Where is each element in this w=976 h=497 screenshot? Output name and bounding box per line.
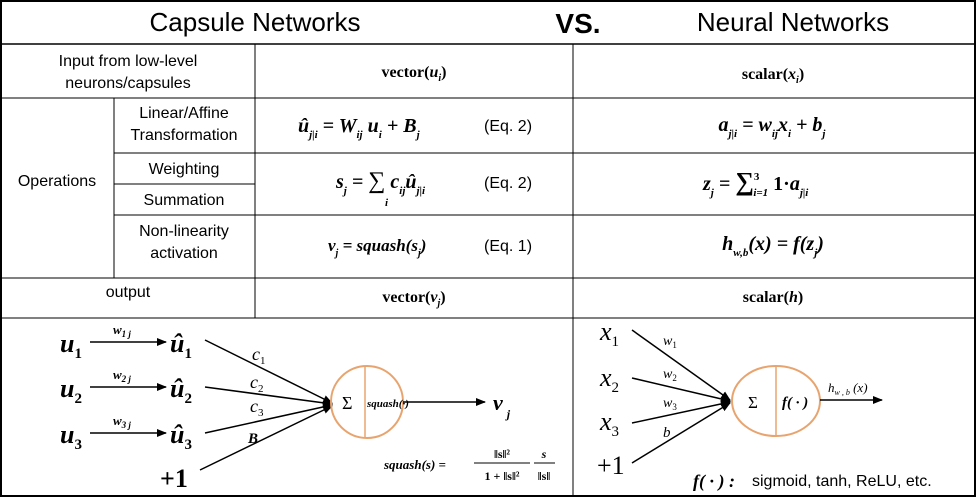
nonlinearity-capsule-eq-ref: (Eq. 1): [484, 238, 532, 255]
squash-formula-numerator: ‖s‖²: [494, 447, 510, 461]
linear-capsule-equation: ûj|i = Wij ui + Bj: [298, 115, 421, 141]
neural-networks-title: Neural Networks: [697, 7, 889, 37]
input-u1: u1: [60, 329, 82, 362]
output-label: output: [106, 284, 151, 301]
neuron-output-h: hw , b (x): [828, 380, 868, 397]
coupling-bias-b: B: [247, 431, 258, 447]
input-label-line1: Input from low-level: [59, 53, 198, 70]
input-u3: u3: [60, 420, 82, 453]
input-capsule-type: vector(ui): [382, 64, 447, 84]
operations-label: Operations: [18, 173, 96, 190]
nonlinearity-capsule-equation: vj = squash(sj): [328, 236, 426, 259]
capsule-networks-title: Capsule Networks: [150, 7, 361, 37]
weight-w1: w1: [663, 334, 677, 350]
input-x3: x3: [599, 407, 619, 440]
linear-neuron-equation: aj|i = wijxi + bj: [719, 114, 827, 140]
input-neuron-type: scalar(xi): [742, 66, 804, 86]
capsule-diagram: u1 u2 u3 +1 w1 j w2 j w3 j û1 û2 û3 c1 c…: [60, 322, 555, 493]
input-u2: u2: [60, 374, 82, 407]
squash-formula-frac2-denominator: ‖s‖: [538, 469, 551, 483]
nonlinearity-neuron-equation: hw,b(x) = f(zj): [722, 233, 824, 259]
input-x2: x2: [599, 363, 619, 396]
sum-capsule-equation: sj = ∑ cijûj|i: [335, 168, 426, 197]
prediction-u3-hat: û3: [170, 420, 192, 453]
weight-w2: w2: [663, 367, 677, 383]
input-bias-capsule: +1: [160, 464, 188, 493]
sum-capsule-eq-ref: (Eq. 2): [484, 175, 532, 192]
linear-label-line1: Linear/Affine: [139, 105, 229, 122]
weight-w3: w3: [663, 396, 677, 412]
coupling-c3: c3: [250, 396, 264, 419]
nonlinearity-label-line2: activation: [150, 245, 218, 262]
output-neuron-type: scalar(h): [743, 289, 803, 306]
nonlinearity-label-line1: Non-linearity: [139, 223, 229, 240]
input-bias-neuron: +1: [597, 451, 625, 480]
vs-label: VS.: [555, 8, 600, 39]
prediction-u1-hat: û1: [170, 329, 192, 362]
prediction-u2-hat: û2: [170, 374, 192, 407]
activation-note-text: sigmoid, tanh, ReLU, etc.: [752, 473, 932, 490]
weight-w2j: w2 j: [113, 367, 131, 384]
summation-label: Summation: [144, 192, 225, 209]
coupling-c2: c2: [250, 372, 264, 395]
coupling-c1: c1: [252, 344, 266, 367]
capsule-sum-symbol: Σ: [342, 393, 352, 413]
weighting-label: Weighting: [149, 161, 220, 178]
weight-w3j: w3 j: [113, 413, 131, 430]
squash-formula-frac2-numerator: s: [541, 447, 547, 461]
activation-note-f: f( · ) :: [693, 471, 735, 492]
squash-formula-lhs: squash(s) =: [383, 457, 446, 472]
neuron-sum-symbol: Σ: [748, 393, 758, 412]
input-label-line2: neurons/capsules: [65, 75, 190, 92]
output-capsule-type: vector(vj): [382, 289, 445, 309]
linear-capsule-eq-ref: (Eq. 2): [484, 118, 532, 135]
neuron-activation-label: f( · ): [782, 395, 808, 411]
neuron-diagram: x1 x2 x3 +1 w1 w2 w3 b Σ f( · ) hw , b (…: [597, 317, 932, 492]
capsule-squash-label: squash(·): [366, 398, 409, 410]
weight-bias-b: b: [663, 425, 671, 441]
squash-formula-denominator: 1 + ‖s‖²: [485, 469, 520, 483]
weight-w1j: w1 j: [113, 322, 131, 339]
linear-label-line2: Transformation: [131, 127, 238, 144]
input-x1: x1: [599, 317, 619, 350]
sum-capsule-index: i: [385, 197, 389, 209]
